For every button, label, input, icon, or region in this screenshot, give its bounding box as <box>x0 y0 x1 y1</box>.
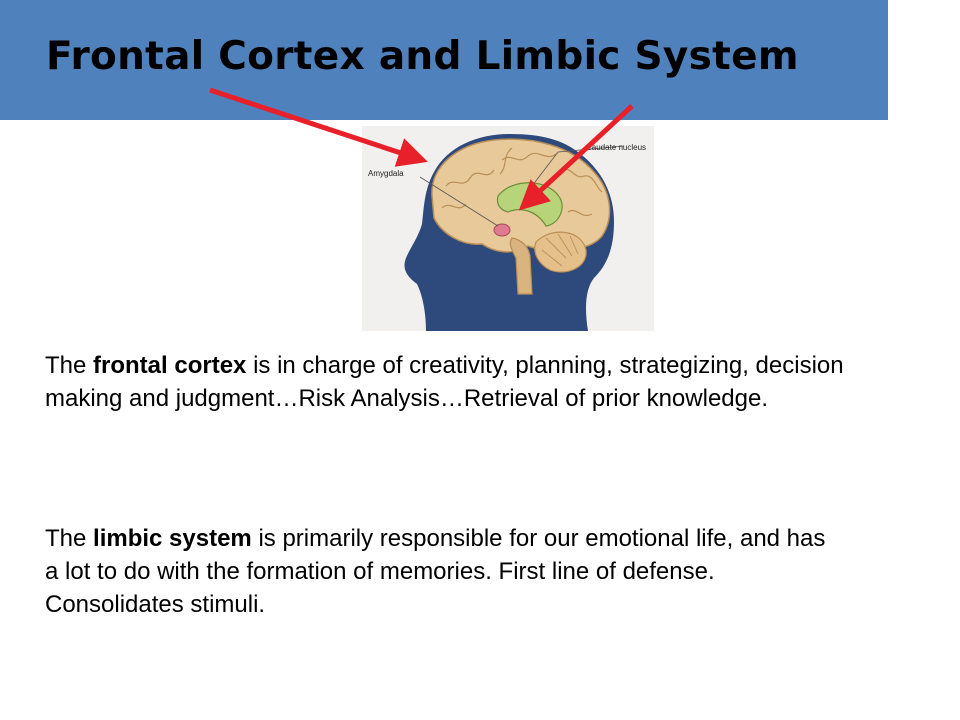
frontal-cortex-term: frontal cortex <box>93 352 247 379</box>
limbic-system-paragraph: The limbic system is primarily responsib… <box>45 525 826 618</box>
frontal-cortex-paragraph: The frontal cortex is in charge of creat… <box>45 352 844 412</box>
limbic-system-term: limbic system <box>93 525 252 552</box>
slide-title: Frontal Cortex and Limbic System <box>46 34 799 79</box>
title-bar: Frontal Cortex and Limbic System <box>0 0 888 120</box>
brain-diagram: Amygdala Caudate nucleus <box>362 126 654 331</box>
amygdala-label: Amygdala <box>368 169 404 178</box>
amygdala-shape <box>493 223 511 237</box>
brainstem-shape <box>509 237 533 295</box>
caudate-nucleus-label: Caudate nucleus <box>586 143 646 152</box>
